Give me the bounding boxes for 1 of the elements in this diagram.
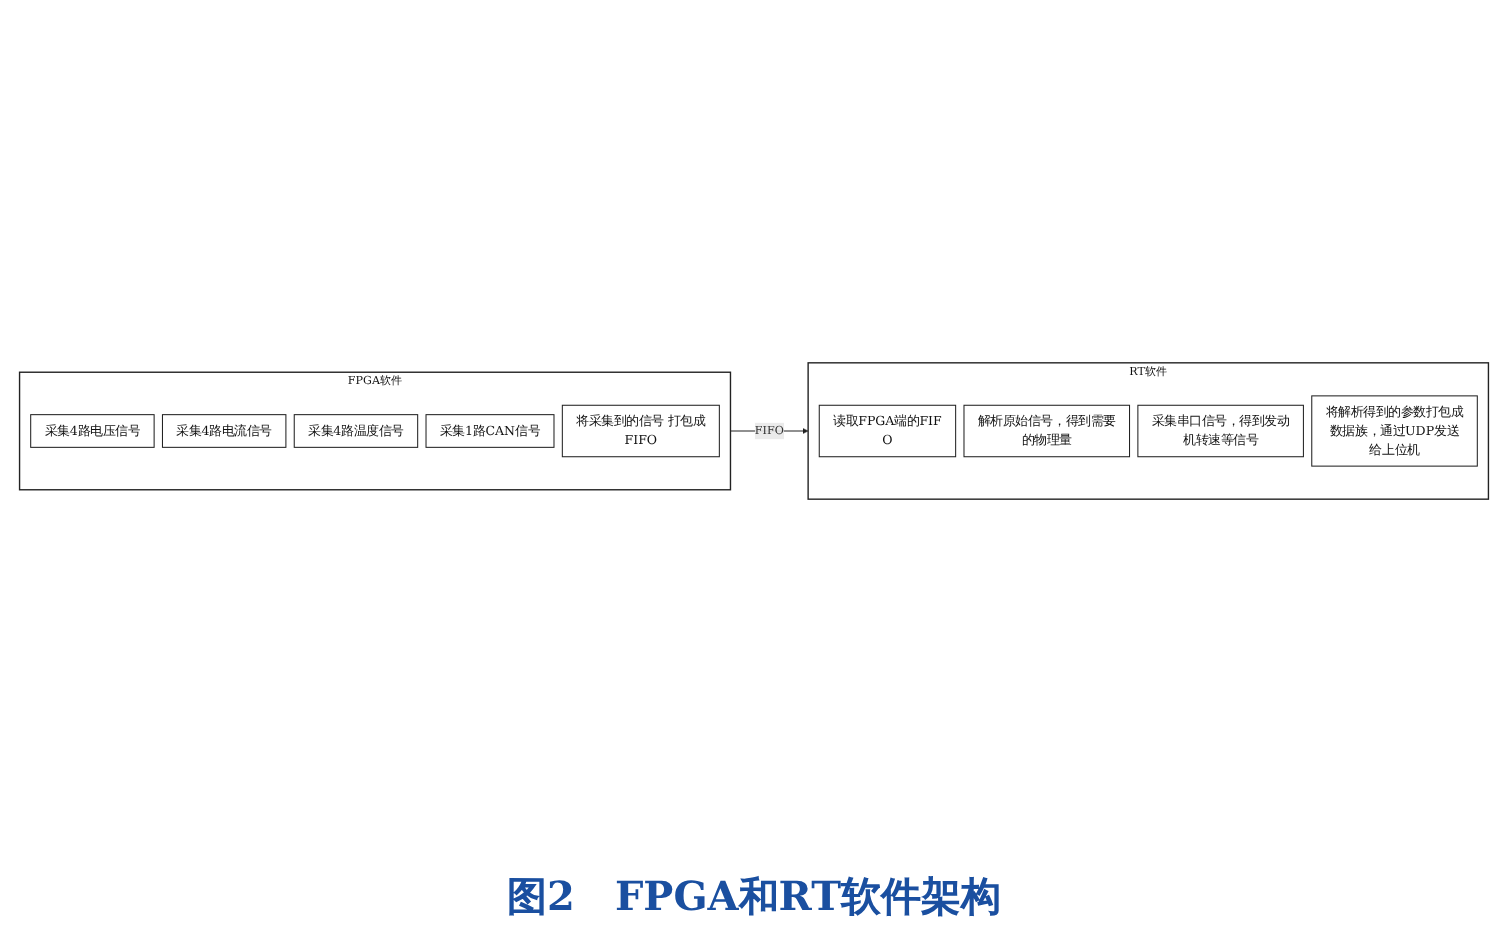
- figure-caption: 图2 FPGA和RT软件架构: [507, 870, 1001, 924]
